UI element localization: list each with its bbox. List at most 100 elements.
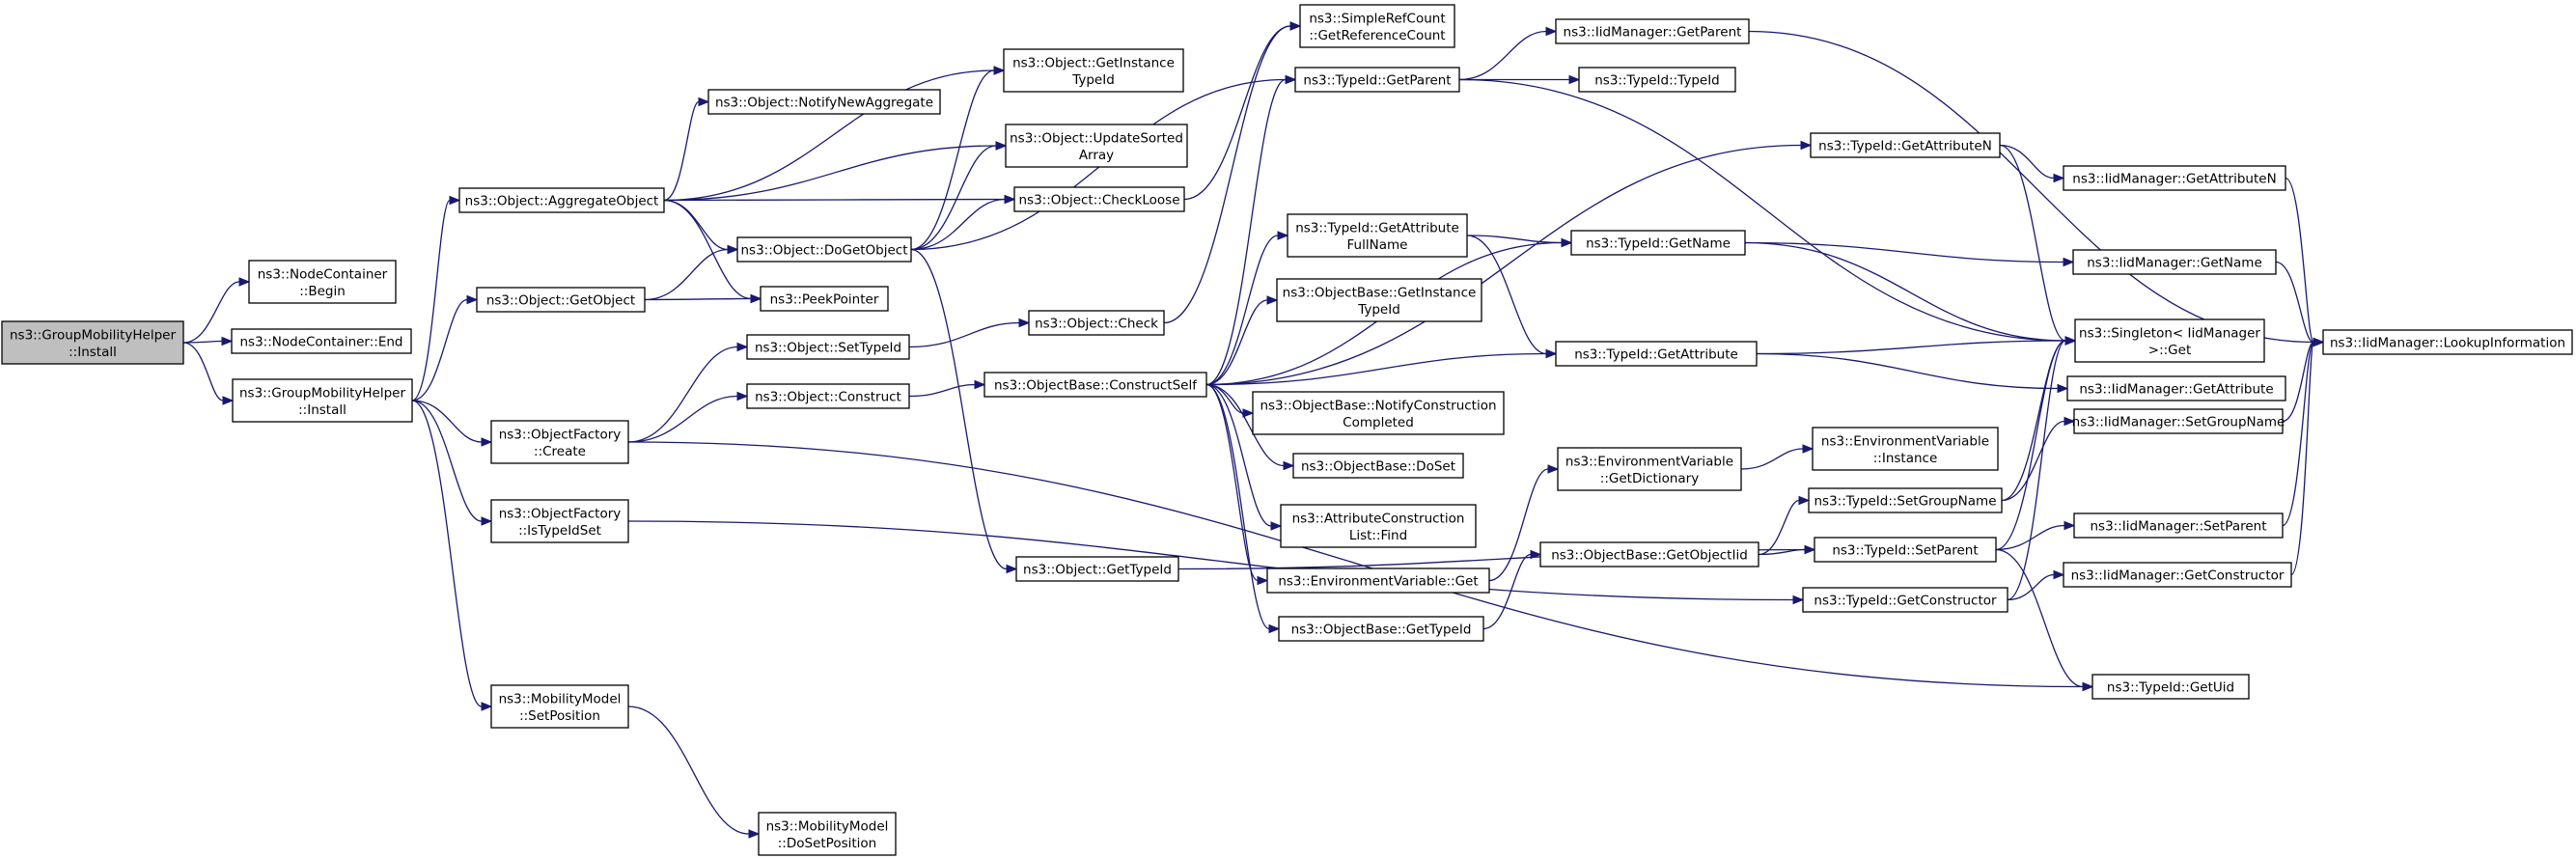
edge-tidgetname-to-iidgetname	[1744, 241, 2064, 263]
node-constructself[interactable]: ns3::ObjectBase::ConstructSelf	[983, 372, 1207, 398]
node-tidgetattrn[interactable]: ns3::TypeId::GetAttributeN	[1810, 132, 2001, 158]
node-tidgetuid[interactable]: ns3::TypeId::GetUid	[2091, 674, 2250, 700]
node-label: ns3::TypeId::GetAttributeN	[1818, 139, 1992, 154]
node-objgettid[interactable]: ns3::Object::GetTypeId	[1015, 556, 1179, 582]
node-envgetdict[interactable]: ns3::EnvironmentVariable::GetDictionary	[1557, 447, 1742, 491]
node-tidsetparent[interactable]: ns3::TypeId::SetParent	[1814, 537, 1997, 563]
node-peek[interactable]: ns3::PeekPointer	[760, 286, 889, 312]
arrowhead-iidlookup	[2313, 337, 2325, 347]
arrowhead-singleton	[2064, 336, 2077, 346]
node-checkloose[interactable]: ns3::Object::CheckLoose	[1013, 186, 1185, 212]
node-obgetobjiid[interactable]: ns3::ObjectBase::GetObjectIid	[1539, 541, 1759, 567]
node-box	[2074, 318, 2265, 363]
arrowhead-iidsetgroup	[2064, 416, 2076, 427]
edge-tidsetparent-to-singleton	[1995, 340, 2066, 551]
node-box	[1578, 67, 1736, 93]
arrowhead-ncend	[221, 336, 234, 346]
node-ncend[interactable]: ns3::NodeContainer::End	[231, 328, 412, 354]
node-ncbegin[interactable]: ns3::NodeContainer::Begin	[248, 260, 397, 304]
edge-check-to-srcgetref	[1163, 25, 1291, 324]
node-box	[2073, 512, 2284, 539]
node-iidlookup[interactable]: ns3::IidManager::LookupInformation	[2322, 329, 2573, 355]
arrowhead-ofcreate	[481, 437, 493, 447]
node-iidgetattrn[interactable]: ns3::IidManager::GetAttributeN	[2063, 165, 2286, 191]
arrowhead-checkloose	[1004, 194, 1016, 205]
node-label: ns3::Object::Construct	[755, 390, 901, 405]
node-box	[1276, 278, 1482, 322]
node-iidsetgroup[interactable]: ns3::IidManager::SetGroupName	[2072, 408, 2285, 434]
node-notifynewagg[interactable]: ns3::Object::NotifyNewAggregate	[707, 89, 941, 115]
node-label: ns3::IidManager::GetConstructor	[2071, 568, 2285, 584]
node-singleton[interactable]: ns3::Singleton< IidManager >::Get	[2074, 318, 2265, 363]
arrowhead-iidgetname	[2063, 257, 2075, 267]
node-label: ::GetDictionary	[1600, 471, 1699, 486]
node-tidgetattr[interactable]: ns3::TypeId::GetAttribute	[1555, 341, 1758, 367]
edge-obgetobjiid-to-tidsetparent	[1758, 548, 1806, 556]
node-label: ::Install	[298, 402, 346, 418]
edge-iidsetparent-to-iidlookup	[2282, 341, 2314, 527]
node-mmsetpos[interactable]: ns3::MobilityModel::SetPosition	[490, 684, 629, 729]
edge-tidgetctor-to-iidgetctor	[2007, 573, 2055, 601]
node-obdoset[interactable]: ns3::ObjectBase::DoSet	[1292, 453, 1464, 479]
node-gmhinstall[interactable]: ns3::GroupMobilityHelper::Install	[232, 378, 413, 423]
arrowhead-tidgetattrn	[1800, 140, 1813, 151]
node-srcgetref[interactable]: ns3::SimpleRefCount::GetReferenceCount	[1299, 4, 1455, 48]
node-iidgetattr[interactable]: ns3::IidManager::GetAttribute	[2066, 375, 2286, 401]
node-label: Completed	[1343, 415, 1414, 430]
node-label: TypeId	[1071, 72, 1115, 88]
node-settypeid[interactable]: ns3::Object::SetTypeId	[746, 334, 910, 360]
arrowhead-ncbegin	[238, 277, 251, 287]
node-tidgetctor[interactable]: ns3::TypeId::GetConstructor	[1802, 587, 2008, 613]
node-envinstance[interactable]: ns3::EnvironmentVariable::Instance	[1812, 427, 1999, 471]
node-ofisset[interactable]: ns3::ObjectFactory::IsTypeIdSet	[490, 499, 629, 543]
node-box	[1570, 230, 1746, 256]
node-iidsetparent[interactable]: ns3::IidManager::SetParent	[2073, 512, 2284, 539]
node-label: Array	[1079, 148, 1114, 163]
node-envget[interactable]: ns3::EnvironmentVariable::Get	[1266, 567, 1490, 594]
node-iidgetctor[interactable]: ns3::IidManager::GetConstructor	[2063, 562, 2292, 588]
node-mmdosetpos[interactable]: ns3::MobilityModel::DoSetPosition	[758, 812, 897, 856]
node-root[interactable]: ns3::GroupMobilityHelper::Install	[1, 320, 184, 365]
node-aggobj[interactable]: ns3::Object::AggregateObject	[458, 187, 665, 213]
node-label: ns3::TypeId::GetAttribute	[1574, 347, 1738, 363]
node-label: ns3::ObjectBase::GetTypeId	[1291, 623, 1472, 638]
node-label: ns3::IidManager::GetName	[2087, 256, 2262, 271]
node-check[interactable]: ns3::Object::Check	[1028, 310, 1165, 336]
node-obgettid[interactable]: ns3::ObjectBase::GetTypeId	[1278, 616, 1484, 642]
node-label: ns3::TypeId::SetParent	[1832, 543, 1978, 559]
node-box	[1013, 186, 1185, 212]
arrowhead-tidgetctor	[1792, 595, 1805, 605]
arrowhead-tidgetname	[1561, 237, 1573, 248]
node-obnotify[interactable]: ns3::ObjectBase::NotifyConstructionCompl…	[1252, 391, 1505, 435]
edge-ofisset-to-tidgetctor	[627, 520, 1794, 601]
node-construct[interactable]: ns3::Object::Construct	[746, 383, 910, 409]
node-getobj[interactable]: ns3::Object::GetObject	[476, 287, 646, 313]
node-tidgetname[interactable]: ns3::TypeId::GetName	[1570, 230, 1746, 256]
node-box	[1015, 556, 1179, 582]
node-box	[746, 383, 910, 409]
node-label: ns3::AttributeConstruction	[1292, 511, 1465, 526]
node-label: ns3::Object::GetInstance	[1012, 55, 1175, 70]
node-label: ::DoSetPosition	[778, 836, 876, 851]
edge-constructself-to-tidgetattrn	[1205, 144, 1802, 386]
node-ofcreate[interactable]: ns3::ObjectFactory::Create	[490, 420, 629, 464]
node-iidgetname[interactable]: ns3::IidManager::GetName	[2072, 249, 2277, 275]
node-iidgetparent[interactable]: ns3::IidManager::GetParent	[1555, 18, 1750, 44]
edge-constructself-to-obnotify	[1205, 383, 1244, 414]
arrowhead-obgettid	[1268, 623, 1281, 634]
node-dogetobj[interactable]: ns3::Object::DoGetObject	[736, 236, 912, 263]
edge-envgetdict-to-envinstance	[1740, 448, 1804, 470]
node-box	[1299, 4, 1455, 48]
node-box	[1292, 453, 1464, 479]
node-label: ns3::ObjectBase::GetInstance	[1283, 285, 1477, 300]
node-label: ns3::ObjectBase::NotifyConstruction	[1260, 398, 1496, 413]
node-label: ns3::Object::Check	[1035, 317, 1158, 332]
node-tidtypeid[interactable]: ns3::TypeId::TypeId	[1578, 67, 1736, 93]
node-tidsetgroup[interactable]: ns3::TypeId::SetGroupName	[1808, 487, 2003, 513]
node-tidgetparent[interactable]: ns3::TypeId::GetParent	[1294, 67, 1460, 93]
